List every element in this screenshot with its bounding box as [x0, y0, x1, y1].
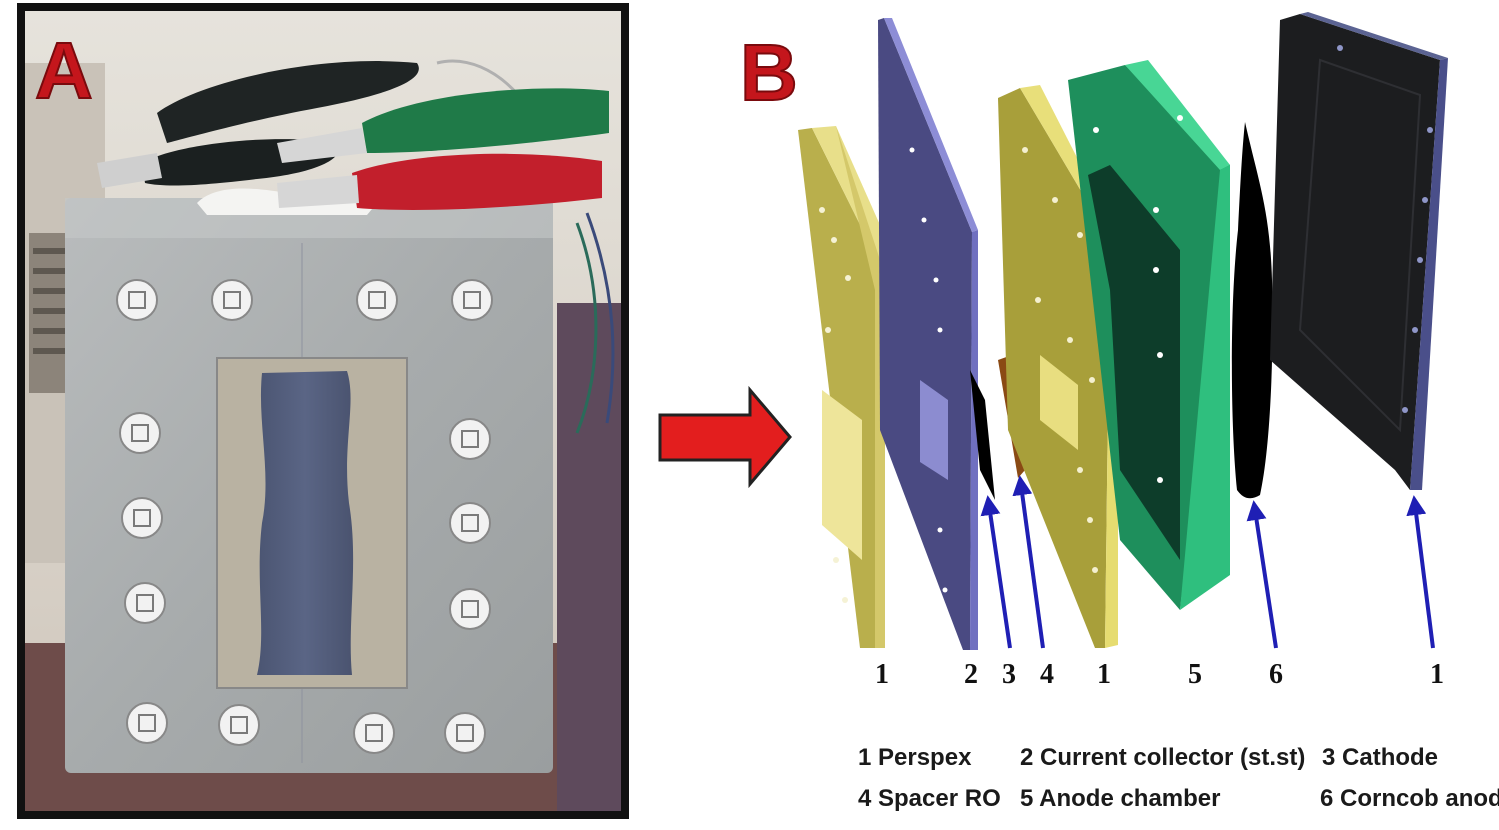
panel-b-label: B	[740, 28, 798, 117]
panel-a-label: A	[35, 26, 93, 115]
pointer-arrow-perspex-right	[1406, 495, 1435, 649]
part-number: 5	[1188, 659, 1202, 690]
corncob-anode	[1231, 122, 1273, 499]
pointer-arrow-cathode	[980, 495, 1012, 649]
part-number: 3	[1002, 659, 1016, 690]
part-number: 1	[875, 659, 889, 690]
legend-item-spacer-ro: 4 Spacer RO	[858, 785, 1001, 812]
screw-heads	[128, 291, 481, 742]
mfc-cell-body	[65, 198, 553, 773]
part-number: 4	[1040, 659, 1054, 690]
pointer-arrow-anode	[1246, 500, 1278, 649]
parts-legend: 1 Perspex 2 Current collector (st.st) 3 …	[858, 744, 1499, 812]
perspex-plate-left	[798, 126, 900, 648]
cathode-plate	[970, 370, 995, 500]
red-arrow-icon	[658, 385, 792, 489]
legend-item-cathode: 3 Cathode	[1322, 744, 1438, 771]
legend-item-current-collector: 2 Current collector (st.st)	[1020, 744, 1305, 771]
legend-item-perspex: 1 Perspex	[858, 744, 972, 771]
perspex-plate-right	[1270, 12, 1448, 490]
photo-panel-a: A	[17, 3, 629, 819]
part-number: 2	[964, 659, 978, 690]
part-number: 1	[1097, 659, 1111, 690]
alligator-clips	[97, 61, 609, 210]
part-number: 1	[1430, 659, 1444, 690]
part-number-row: 1 2 3 4 1 5 6 1	[875, 659, 1444, 690]
legend-item-anode-chamber: 5 Anode chamber	[1020, 785, 1221, 812]
pointer-arrow-spacer	[1012, 475, 1045, 649]
carbon-felt-electrode	[257, 371, 354, 675]
anode-chamber	[1068, 60, 1230, 610]
exploded-diagram-panel-b: B	[658, 12, 1499, 812]
current-collector-plate	[878, 18, 978, 650]
screws	[116, 279, 493, 754]
legend-item-corncob-anode: 6 Corncob anode	[1320, 785, 1499, 812]
part-number: 6	[1269, 659, 1283, 690]
pointer-arrows	[980, 475, 1435, 649]
